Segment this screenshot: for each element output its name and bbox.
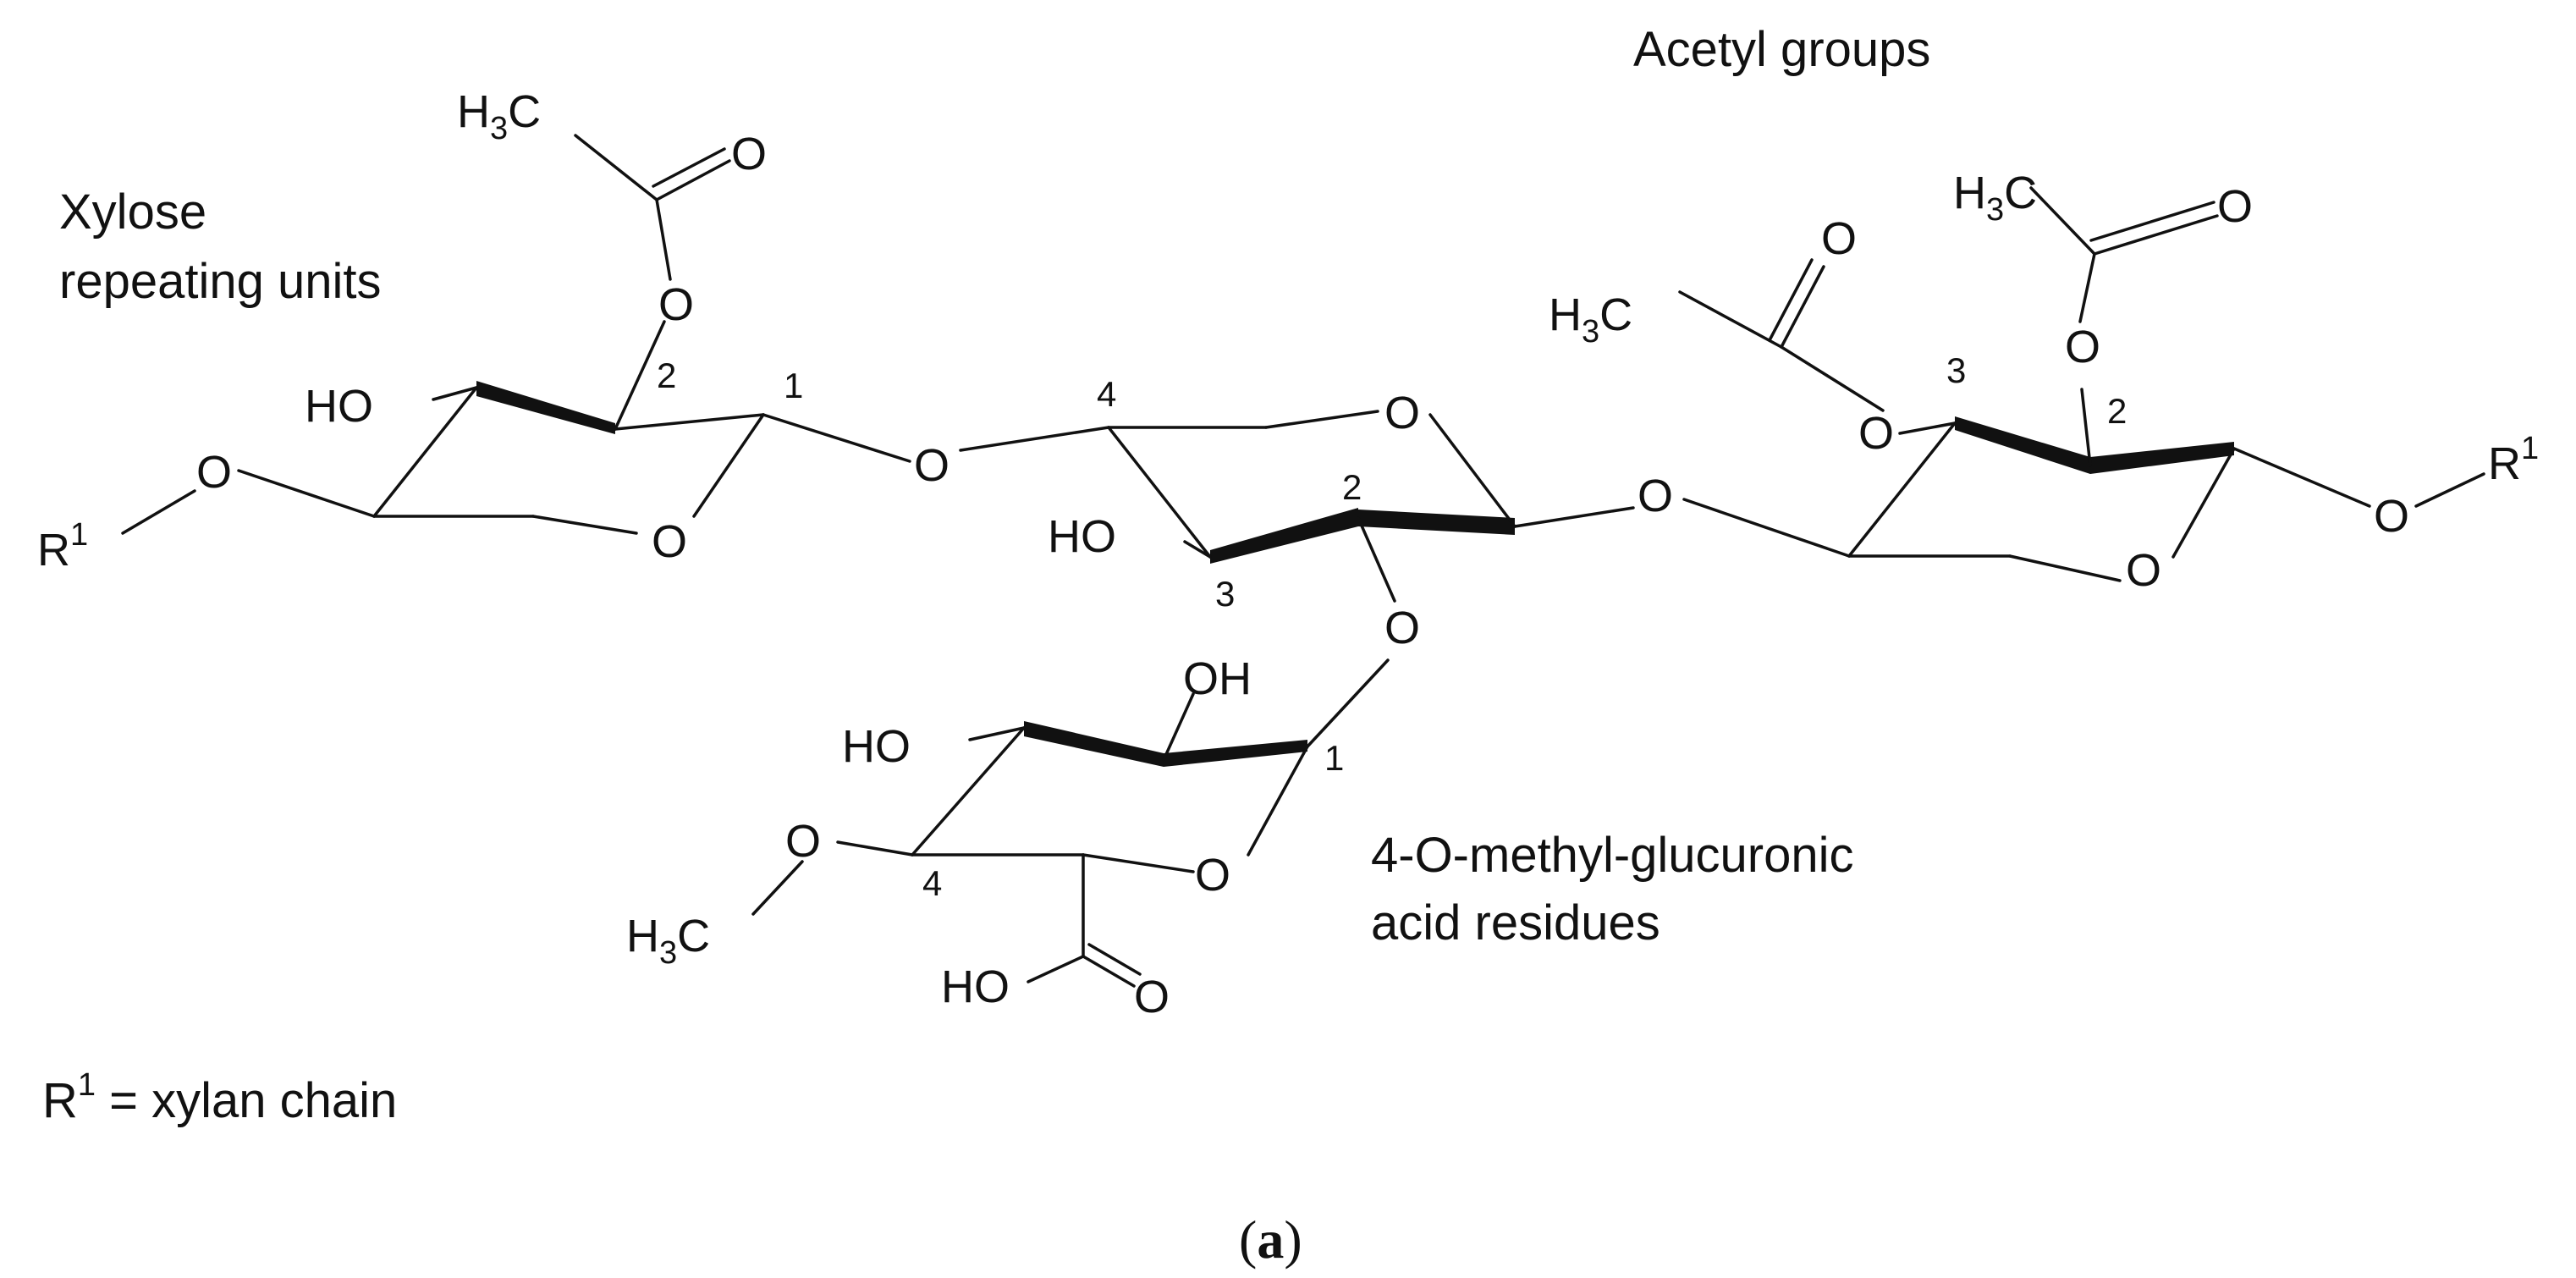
gluc-c1-number: 1 [1324, 738, 1344, 778]
ring2-o2-oxygen: O [1384, 603, 1420, 653]
acetyl1-methyl: H3C [457, 86, 541, 146]
figure-caption: (a) [1239, 1209, 1302, 1270]
ring1-c1-number: 1 [784, 366, 803, 405]
ring2-c3-number: 3 [1215, 574, 1235, 614]
glycosidic-oxygen-1: O [914, 440, 949, 491]
gluc-carboxyl-oxygen: O [1134, 972, 1170, 1022]
xylose-ring-left [121, 134, 911, 535]
r1-right: R1 [2488, 431, 2539, 489]
glucuronic-acid-ring [751, 658, 1390, 988]
caption-glucuronic: 4-O-methyl-glucuronic acid residues [1371, 828, 1854, 950]
ring1-c4-oxygen: O [196, 447, 232, 498]
xylose-ring-center [1107, 410, 1635, 603]
ring1-wedge-bond [476, 381, 615, 434]
gluc-wedge-bond-b [1164, 740, 1307, 767]
ring1-ho: HO [305, 381, 373, 432]
ring3-wedge-bond-b [2090, 442, 2234, 474]
ring3-o3-oxygen: O [1858, 408, 1894, 459]
gluc-methyl: H3C [626, 911, 710, 971]
svg-text:Xylose: Xylose [59, 185, 206, 240]
ring1-c2-number: 2 [657, 355, 676, 395]
gluc-ring-oxygen: O [1195, 850, 1230, 901]
gluc-methoxy-oxygen: O [785, 816, 821, 867]
svg-text:acid residues: acid residues [1371, 895, 1660, 950]
acetyl1-carbonyl-oxygen: O [731, 129, 767, 179]
acetyl2-methyl: H3C [1549, 289, 1632, 350]
gluc-carboxyl-ho: HO [941, 961, 1010, 1012]
r1-definition: R1 = xylan chain [42, 1067, 397, 1128]
ring2-c2-number: 2 [1342, 467, 1362, 507]
ring3-o2-oxygen: O [2065, 322, 2100, 372]
r1-left: R1 [37, 517, 88, 576]
ring3-c2-number: 2 [2107, 391, 2127, 431]
gluc-c4-number: 4 [922, 863, 942, 903]
ring3-c3-number: 3 [1946, 350, 1966, 390]
svg-text:4-O-methyl-glucuronic: 4-O-methyl-glucuronic [1371, 828, 1854, 883]
ring2-oxygen: O [1384, 388, 1420, 438]
ring2-c4-number: 4 [1097, 374, 1116, 414]
gluc-wedge-bond [1024, 721, 1164, 767]
ring2-wedge-bond-b [1358, 510, 1515, 535]
caption-acetyl-groups: Acetyl groups [1633, 22, 1930, 77]
ring2-wedge-bond [1210, 508, 1358, 564]
glycosidic-oxygen-2: O [1638, 471, 1673, 521]
ring3-c1-oxygen: O [2374, 491, 2409, 542]
ring3-wedge-bond [1955, 416, 2090, 474]
ring1-oxygen: O [652, 516, 687, 567]
ring3-oxygen: O [2126, 545, 2161, 596]
caption-xylose: Xylose repeating units [59, 185, 381, 309]
acetyl2-carbonyl-oxygen: O [1821, 213, 1857, 264]
svg-text:repeating units: repeating units [59, 254, 381, 309]
gluc-oh: OH [1183, 653, 1252, 704]
ring1-o2-oxygen: O [658, 279, 694, 330]
acetyl3-methyl: H3C [1953, 168, 2037, 228]
ring2-ho: HO [1048, 511, 1116, 562]
acetyl3-carbonyl-oxygen: O [2217, 181, 2253, 232]
gluc-ho: HO [842, 721, 911, 772]
xylose-ring-right [1678, 186, 2485, 582]
